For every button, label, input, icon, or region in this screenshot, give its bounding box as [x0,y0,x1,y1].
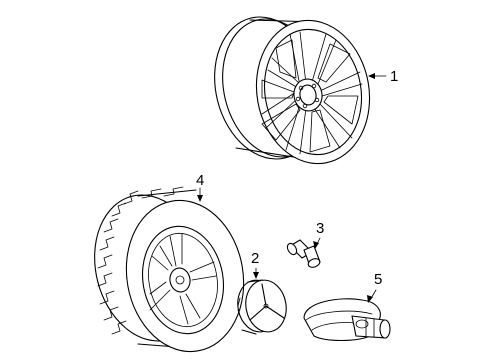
wheel-part [214,16,371,165]
callout-number-2: 2 [251,250,259,267]
valve-stem-part [286,239,321,268]
callout-arrow-4 [197,195,203,202]
tpms-sensor-part [303,298,391,342]
callout-arrow-3 [313,241,319,249]
center-cap-part [237,279,287,335]
callout-arrow-5 [367,295,373,303]
callout-number-3: 3 [316,220,324,237]
tire-part [94,186,245,353]
callout-arrow-2 [253,272,259,279]
callout-number-4: 4 [196,172,204,189]
callout-arrow-1 [368,73,375,79]
callout-number-1: 1 [390,68,398,85]
callout-number-5: 5 [374,271,382,288]
tire-tread [97,186,184,335]
